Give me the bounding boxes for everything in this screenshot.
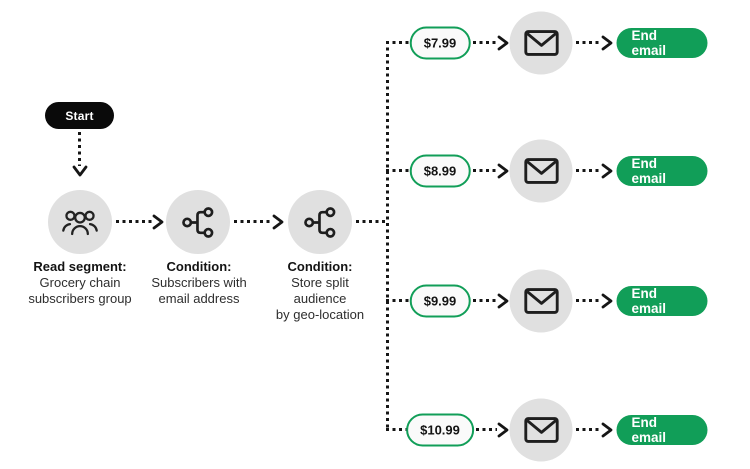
arrowhead-right-icon [497, 35, 509, 51]
connector-price3-to-email3 [473, 299, 497, 302]
label-line: email address [158, 291, 240, 306]
end-email-node-1: End email [616, 28, 708, 58]
arrowhead-right-icon [272, 214, 284, 230]
connector-email3-to-end3 [576, 299, 601, 302]
connector-read-to-condition1 [116, 220, 152, 223]
arrowhead-right-icon [497, 293, 509, 309]
arrowhead-right-icon [601, 35, 613, 51]
arrowhead-right-icon [601, 293, 613, 309]
branch-icon [303, 206, 335, 238]
arrowhead-right-icon [601, 422, 613, 438]
label-title: Condition: [166, 259, 232, 274]
users-icon [62, 210, 98, 235]
end-email-node-3: End email [616, 286, 708, 316]
label-line: by geo-location [275, 307, 365, 322]
email-node-2 [509, 139, 573, 203]
envelope-icon [523, 288, 559, 314]
price-label: $8.99 [423, 163, 457, 179]
connector-trunk-to-price-4 [386, 428, 409, 431]
connector-trunk-to-price-2 [386, 169, 409, 172]
email-node-3 [509, 269, 573, 333]
connector-trunk-to-price-1 [386, 41, 409, 44]
connector-email2-to-end2 [576, 169, 601, 172]
read-segment-label: Read segment: Grocery chain subscribers … [0, 259, 165, 307]
end-email-label: End email [631, 415, 667, 445]
price-node-1: $7.99 [409, 26, 471, 60]
read-segment-node [48, 190, 112, 254]
connector-condition2-to-trunk [356, 220, 387, 223]
price-node-3: $9.99 [409, 284, 471, 318]
price-label: $10.99 [420, 422, 460, 438]
end-email-label: End email [631, 28, 667, 58]
envelope-icon [523, 158, 559, 184]
connector-start-to-read-segment [78, 132, 81, 166]
label-line: subscribers group [28, 291, 132, 306]
end-email-node-4: End email [616, 415, 708, 445]
condition1-label: Condition: Subscribers with email addres… [114, 259, 284, 307]
label-line: Subscribers with [151, 275, 247, 290]
label-line: audience [293, 291, 347, 306]
label-title: Condition: [287, 259, 353, 274]
connector-price4-to-email4 [476, 428, 497, 431]
connector-email4-to-end4 [576, 428, 601, 431]
arrowhead-down-icon [72, 165, 88, 177]
connector-email1-to-end1 [576, 41, 601, 44]
condition1-node [166, 190, 230, 254]
branch-icon [181, 206, 213, 238]
end-email-label: End email [631, 286, 667, 316]
label-line: Grocery chain [39, 275, 121, 290]
connector-trunk-to-price-3 [386, 299, 409, 302]
start-label: Start [65, 108, 94, 123]
arrowhead-right-icon [152, 214, 164, 230]
arrowhead-right-icon [497, 422, 509, 438]
price-label: $9.99 [423, 293, 457, 309]
arrowhead-right-icon [601, 163, 613, 179]
connector-condition1-to-condition2 [234, 220, 272, 223]
price-label: $7.99 [423, 35, 457, 51]
split-trunk-line [386, 41, 389, 431]
arrowhead-right-icon [497, 163, 509, 179]
label-title: Read segment: [33, 259, 127, 274]
email-node-1 [509, 11, 573, 75]
label-line: Store split [291, 275, 349, 290]
end-email-label: End email [631, 156, 667, 186]
start-node: Start [45, 102, 114, 129]
price-node-2: $8.99 [409, 154, 471, 188]
email-node-4 [509, 398, 573, 462]
condition2-node [288, 190, 352, 254]
envelope-icon [523, 417, 559, 443]
connector-price2-to-email2 [473, 169, 497, 172]
envelope-icon [523, 30, 559, 56]
connector-price1-to-email1 [473, 41, 497, 44]
end-email-node-2: End email [616, 156, 708, 186]
condition2-label: Condition: Store split audience by geo-l… [235, 259, 405, 323]
price-node-4: $10.99 [406, 413, 474, 447]
